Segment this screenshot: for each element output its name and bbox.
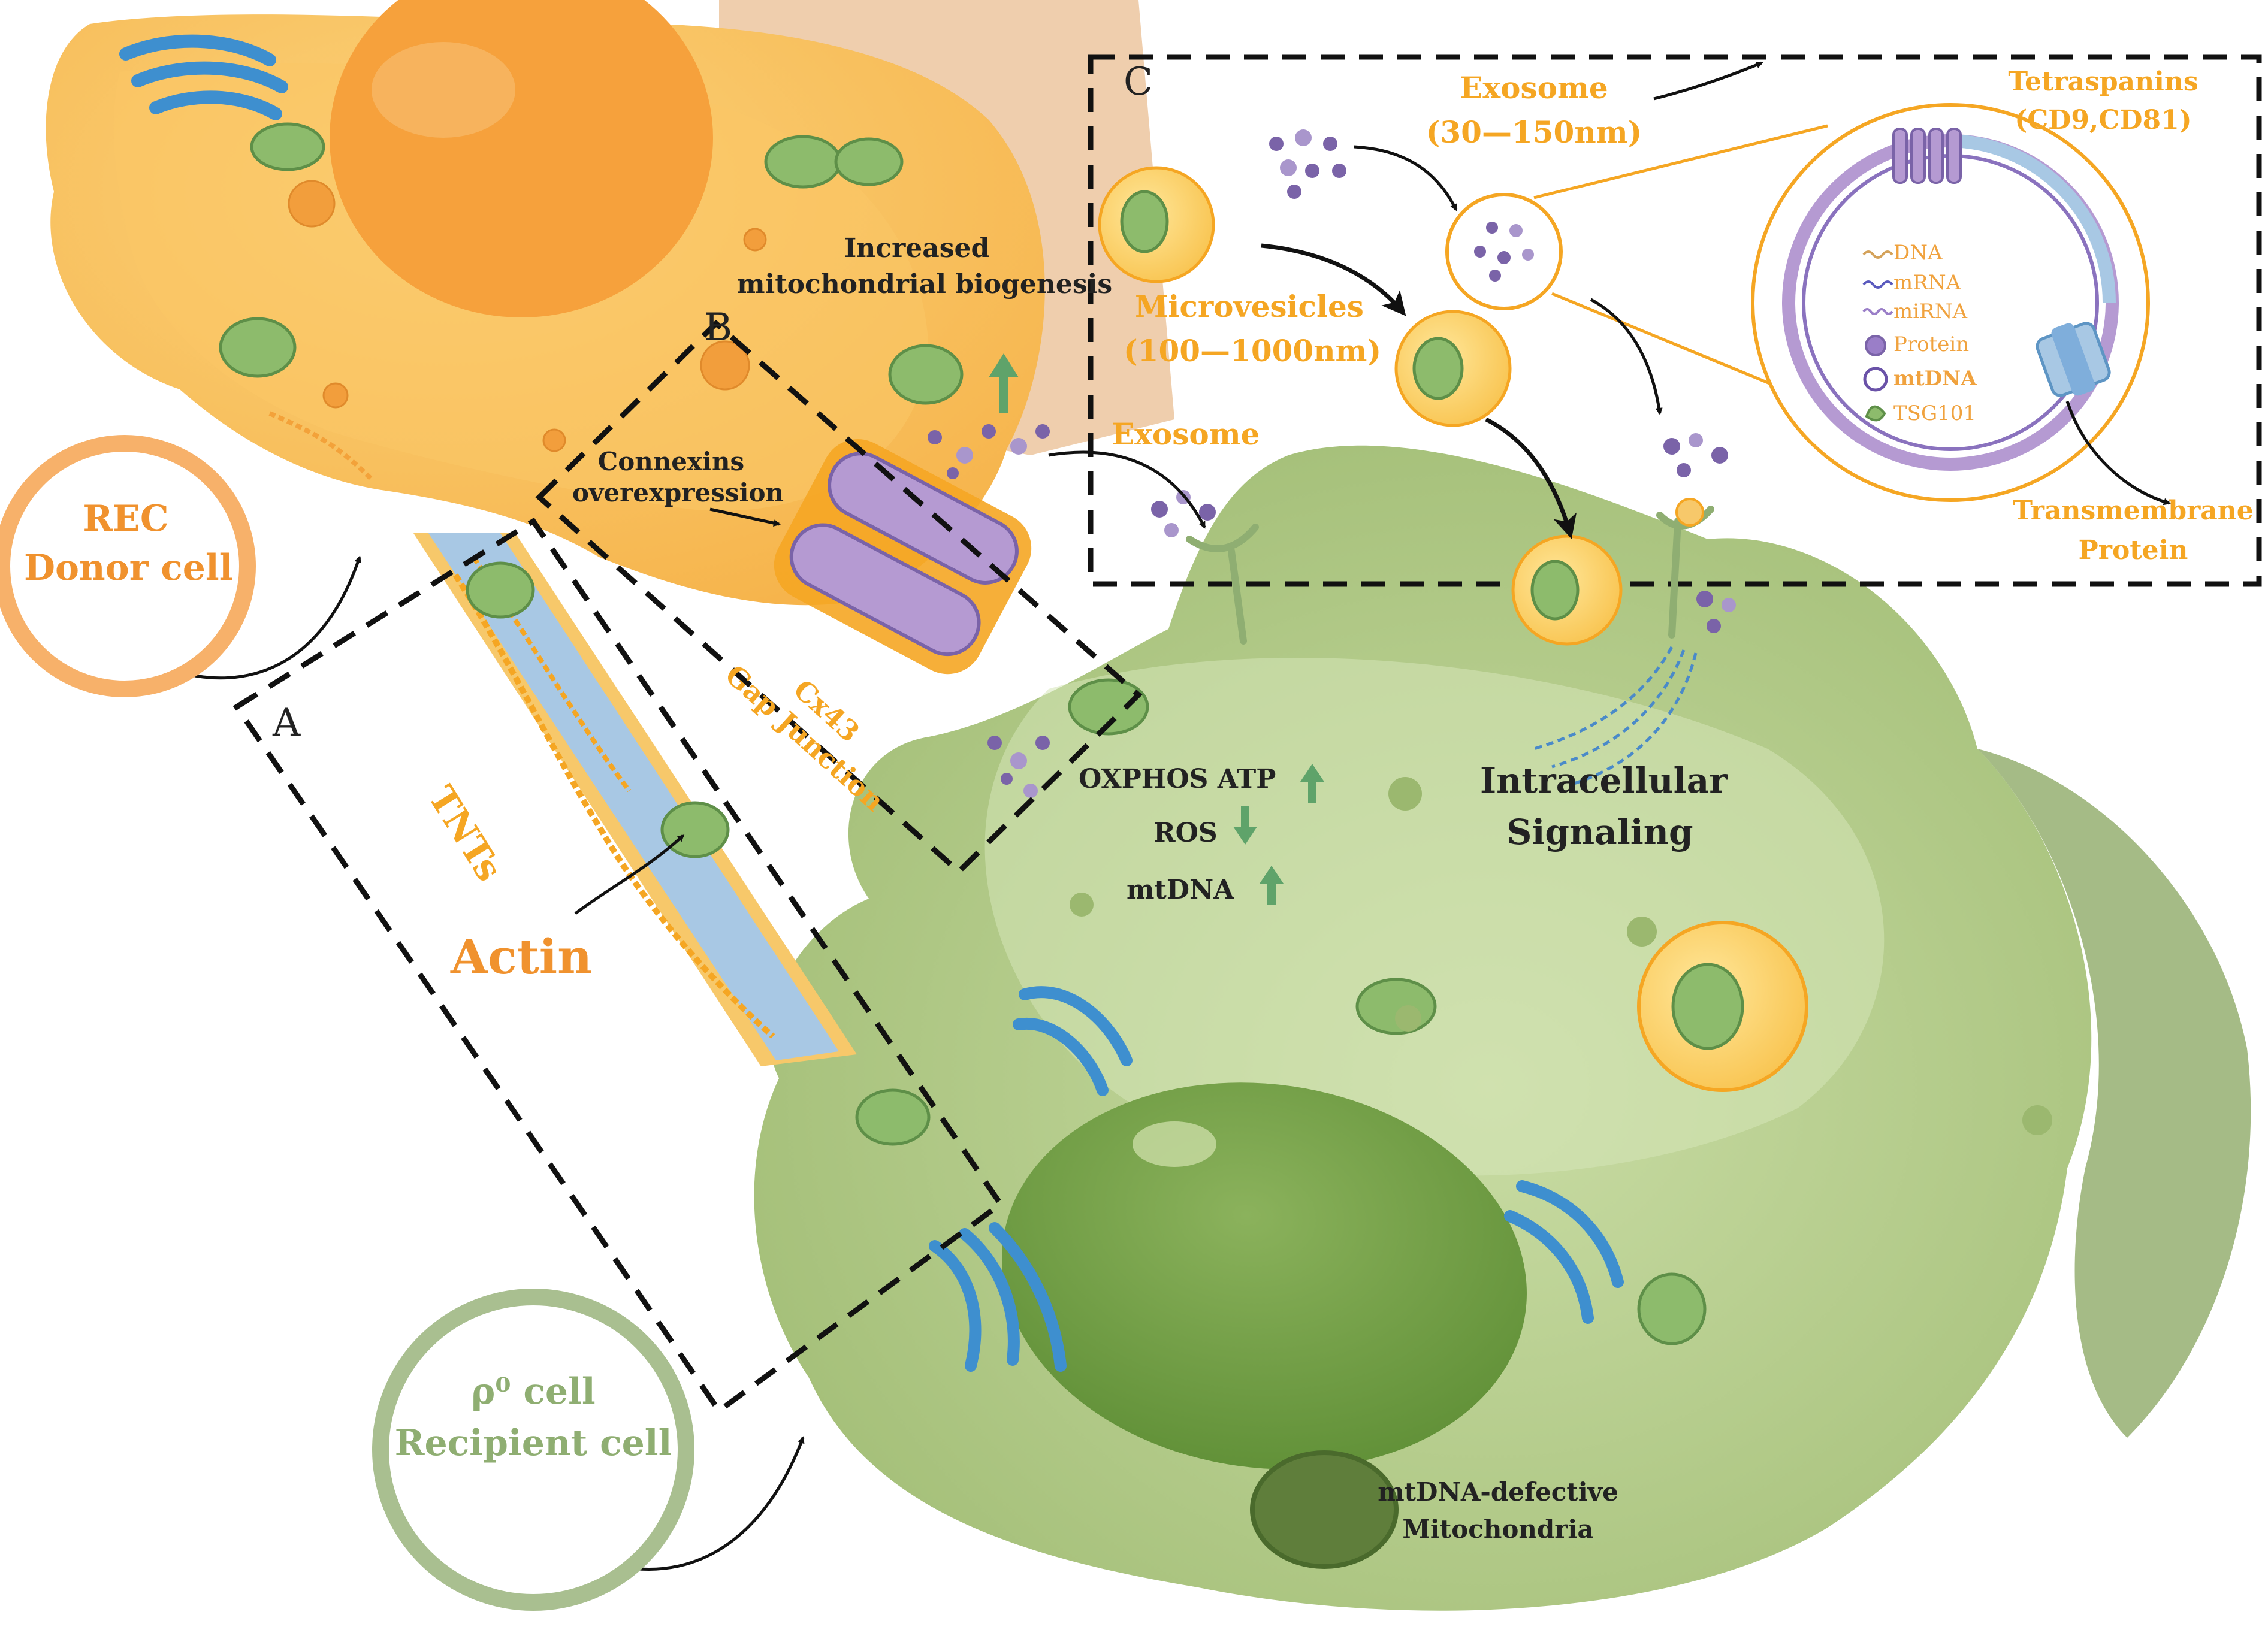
recipient-mitochondria <box>855 678 1707 1345</box>
defective-subtitle: Mitochondria <box>1402 1514 1594 1544</box>
rho-subtitle: Recipient cell <box>394 1422 672 1464</box>
recipient-small-vesicles <box>1070 777 2052 1135</box>
intracellular-subtitle: Signaling <box>1506 812 1693 852</box>
biogenesis-label: Increased mitochondrial biogenesis <box>737 231 1113 303</box>
status-arrows <box>989 353 1324 905</box>
exosome-membrane-blue <box>1950 134 2116 303</box>
transmembrane-label: Transmembrane Protein <box>2007 491 2259 570</box>
transmembrane-title: Transmembrane <box>2013 495 2254 526</box>
legend-dna: DNA <box>1893 241 1943 265</box>
purple-vesicles-gap <box>928 424 1050 798</box>
actin-label: Actin <box>451 929 593 985</box>
panel-label-b: B <box>704 306 733 350</box>
donor-actin <box>268 411 373 481</box>
microvesicles-title: Microvesicles <box>1135 289 1364 324</box>
rec-subtitle: Donor cell <box>24 547 233 589</box>
recipient-cell-back-lobe <box>1977 749 2251 1438</box>
transmembrane-protein <box>2036 322 2111 397</box>
gap-junction-cx43 <box>774 439 1032 675</box>
rec-label: REC Donor cell <box>24 494 233 592</box>
intracellular-label: Intracellular Signaling <box>1480 755 1728 858</box>
rec-donor-circle <box>0 435 256 697</box>
recipient-golgi <box>929 986 1624 1372</box>
recipient-nucleus <box>1002 1082 1527 1469</box>
rec-title: REC <box>83 498 169 540</box>
legend-mirna: miRNA <box>1893 300 1968 323</box>
transmembrane-subtitle: Protein <box>2078 535 2188 566</box>
exosome-size-title: Exosome <box>1460 70 1608 105</box>
microvesicles-label: Microvesicles (100—1000nm) <box>1124 285 1382 373</box>
rho-recipient-circle <box>372 1289 694 1611</box>
connexins-label: Connexins overexpression <box>572 446 784 509</box>
tunneling-nanotube <box>413 533 857 1066</box>
donor-nucleus-highlight <box>372 42 515 138</box>
microvesicle-left <box>1098 166 1215 283</box>
exosome-size-label: Exosome (30—150nm) <box>1408 66 1660 155</box>
zoom-line-top <box>1533 124 1828 199</box>
panel-label-c: C <box>1124 60 1153 104</box>
microvesicle-middle <box>1394 310 1512 427</box>
panel-label-a: A <box>273 701 301 745</box>
biogenesis-title: Increased <box>844 233 990 264</box>
legend-icons <box>1862 250 1893 422</box>
intracellular-title: Intracellular <box>1480 760 1728 801</box>
microvesicle-internal <box>1637 921 1808 1092</box>
exosome-cloud <box>1269 129 1346 199</box>
exosome-small-label: Exosome <box>1112 416 1260 452</box>
arrows <box>185 61 2171 1571</box>
exosome-circle-contents <box>1474 222 1534 282</box>
thick-arrows <box>1261 243 1577 539</box>
dashed-box-b <box>535 319 1143 876</box>
donor-vesicles <box>288 180 767 452</box>
legend-mtdna: mtDNA <box>1893 367 1977 391</box>
tetraspanin-protein <box>1892 128 1962 184</box>
defective-mitochondrion <box>1250 1450 1399 1569</box>
nucleus-highlight <box>1133 1121 1216 1167</box>
microvesicles-range: (100—1000nm) <box>1124 333 1382 368</box>
mtdna-label: mtDNA <box>1127 875 1234 905</box>
vesicle-cluster-receptors <box>1151 433 1736 633</box>
microvesicle-bottom <box>1511 534 1623 646</box>
exosome-size-range: (30—150nm) <box>1426 114 1642 150</box>
defective-label: mtDNA-defective Mitochondria <box>1372 1474 1624 1548</box>
legend-protein: Protein <box>1893 332 1970 356</box>
receptor-ligand <box>1675 498 1704 527</box>
tetraspanins-title: Tetraspanins <box>2008 66 2198 97</box>
oxphos-label: OXPHOS ATP <box>1079 764 1276 794</box>
ros-label: ROS <box>1153 818 1218 848</box>
rho-label: ρ⁰ cell Recipient cell <box>383 1366 683 1469</box>
dashed-box-a <box>232 517 1005 1415</box>
exosome-structure-outer <box>1751 103 2150 502</box>
rho-title: ρ⁰ cell <box>471 1371 596 1413</box>
donor-mitochondria <box>219 122 964 405</box>
tetraspanins-label: Tetraspanins (CD9,CD81) <box>1989 63 2217 140</box>
defective-title: mtDNA-defective <box>1378 1477 1618 1507</box>
signaling-lines <box>1533 646 1698 787</box>
biogenesis-subtitle: mitochondrial biogenesis <box>737 269 1113 300</box>
connexins-title: Connexins <box>597 447 745 476</box>
connexins-subtitle: overexpression <box>572 478 784 507</box>
donor-golgi <box>119 34 288 120</box>
tetraspanins-subtitle: (CD9,CD81) <box>2015 105 2192 135</box>
legend-mrna: mRNA <box>1893 271 1961 295</box>
legend-tsg101: TSG101 <box>1893 401 1977 425</box>
